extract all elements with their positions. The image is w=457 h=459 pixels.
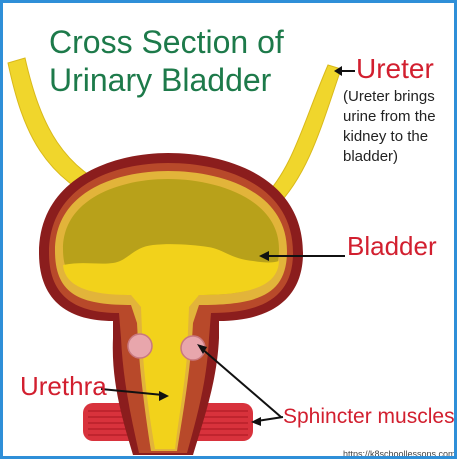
source-url: https://k8schoollessons.com xyxy=(343,449,456,459)
diagram-title: Cross Section of Urinary Bladder xyxy=(49,23,349,99)
label-sphincter-muscles: Sphincter muscles xyxy=(283,405,455,429)
label-urethra: Urethra xyxy=(20,371,107,402)
label-ureter: Ureter xyxy=(356,53,434,85)
label-ureter-note: (Ureter brings urine from the kidney to … xyxy=(343,87,455,167)
label-bladder: Bladder xyxy=(347,231,437,262)
left-sphincter-nodule xyxy=(128,334,152,358)
